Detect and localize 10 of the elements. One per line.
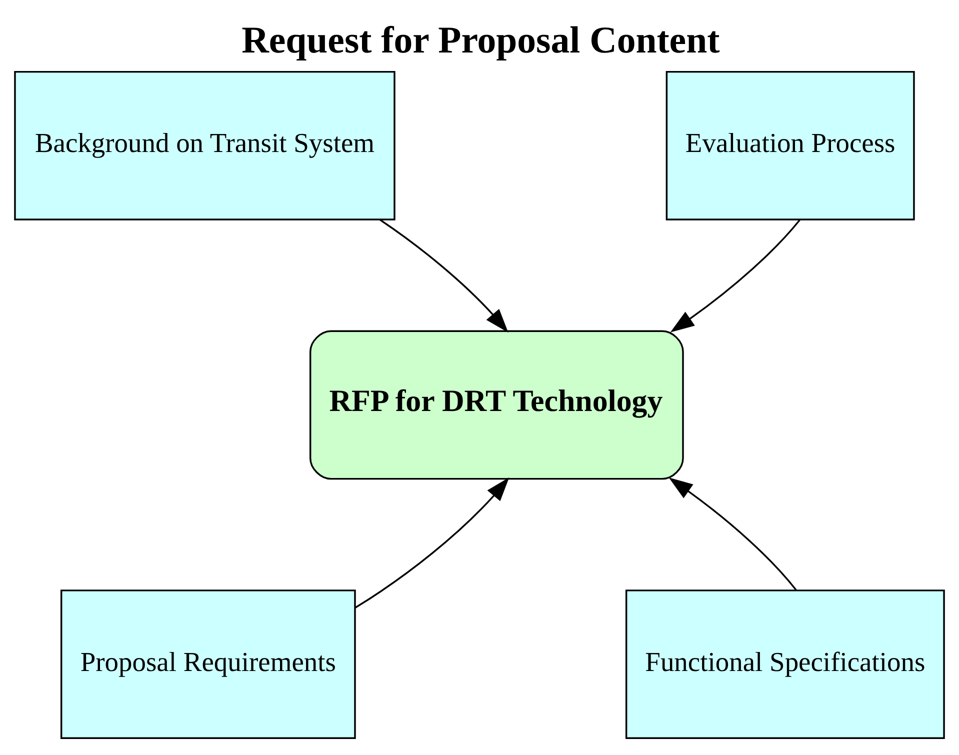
arrow [668,478,797,591]
node-box: Background on Transit System [14,70,396,220]
arrow [354,477,510,608]
node-box: RFP for DRT Technology [309,330,684,480]
arrow [379,218,508,333]
diagram-title: Request for Proposal Content [242,19,720,62]
node-box: Proposal Requirements [60,590,356,739]
arrow [670,219,800,332]
node-box: Evaluation Process [666,70,915,220]
node-box: Functional Specifications [625,590,945,739]
